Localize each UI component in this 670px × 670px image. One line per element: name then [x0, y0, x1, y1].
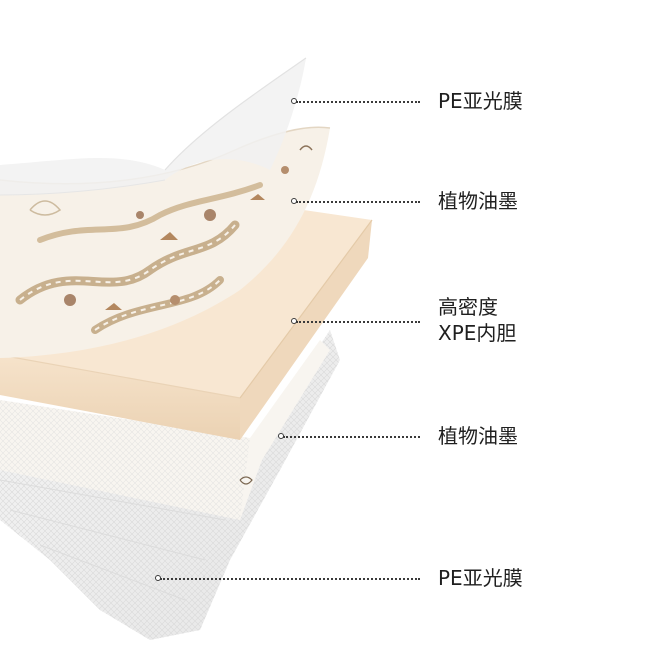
- leader-line-top-film: [296, 101, 420, 103]
- leader-line-bottom-ink: [283, 436, 420, 438]
- leader-line-top-ink: [296, 201, 420, 203]
- leader-line-foam: [296, 321, 420, 323]
- marker-dot-bottom-ink: [278, 433, 284, 439]
- label-bottom-pe-film: PE亚光膜: [438, 565, 523, 591]
- leader-line-bottom-film: [160, 578, 420, 580]
- marker-dot-top-ink: [291, 198, 297, 204]
- marker-dot-top-film: [291, 98, 297, 104]
- label-top-pe-film: PE亚光膜: [438, 88, 523, 114]
- label-xpe-core: 高密度 XPE内胆: [438, 294, 516, 346]
- label-bottom-plant-ink: 植物油墨: [438, 423, 518, 449]
- label-text-line-1: 高密度: [438, 295, 498, 319]
- top-pe-film: [0, 57, 307, 196]
- label-text: 植物油墨: [438, 189, 518, 213]
- marker-dot-bottom-film: [155, 575, 161, 581]
- label-text: PE亚光膜: [438, 566, 523, 590]
- label-top-plant-ink: 植物油墨: [438, 188, 518, 214]
- label-text: PE亚光膜: [438, 89, 523, 113]
- marker-dot-foam: [291, 318, 297, 324]
- label-text-line-2: XPE内胆: [438, 321, 517, 345]
- label-text: 植物油墨: [438, 424, 518, 448]
